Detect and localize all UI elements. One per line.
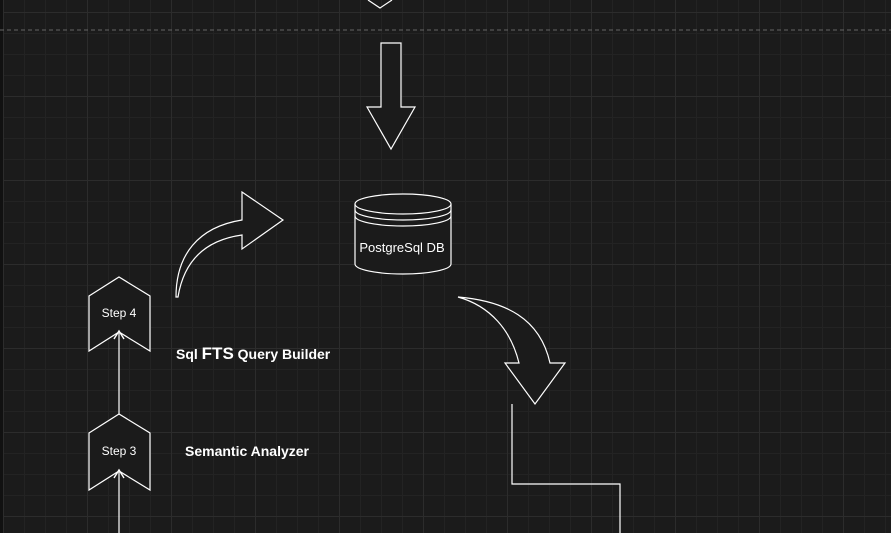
- elbow-connector[interactable]: [511, 404, 621, 533]
- step4-shape[interactable]: [88, 276, 151, 353]
- database-label: PostgreSql DB: [359, 240, 445, 255]
- query-builder-emphasis: FTS: [201, 344, 234, 363]
- cropped-shape-top[interactable]: [367, 0, 393, 9]
- semantic-analyzer-label: Semantic Analyzer: [185, 443, 309, 459]
- curved-arrow-up-right[interactable]: [175, 190, 285, 298]
- query-builder-label: Sql FTS Query Builder: [176, 344, 330, 364]
- connector-to-step3[interactable]: [113, 468, 125, 533]
- step3-label: Step 3: [101, 444, 137, 458]
- step4-label: Step 4: [101, 306, 137, 320]
- down-arrow-shape[interactable]: [365, 42, 417, 151]
- connector-step3-to-step4[interactable]: [113, 329, 125, 414]
- query-builder-suffix: Query Builder: [233, 346, 331, 362]
- canvas-left-edge: [0, 0, 3, 533]
- curved-arrow-down-right[interactable]: [457, 296, 567, 406]
- query-builder-prefix: Sql: [176, 346, 202, 362]
- database-cylinder[interactable]: [354, 193, 452, 275]
